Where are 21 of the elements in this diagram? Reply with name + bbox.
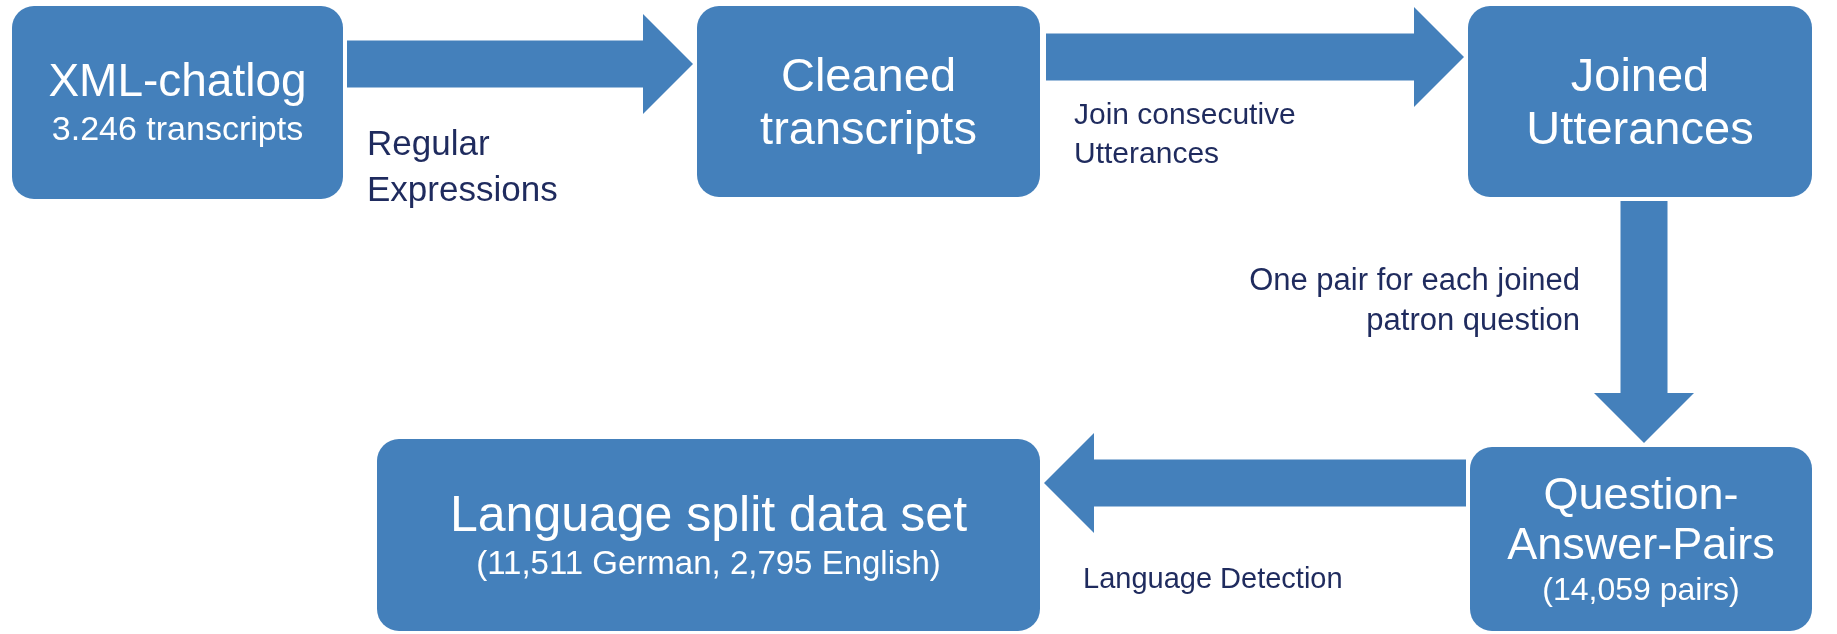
block-arrow xyxy=(1594,201,1694,443)
process-box xyxy=(377,439,1040,631)
block-arrow xyxy=(1044,433,1466,533)
edge-label: One pair for each joined patron question xyxy=(1248,261,1580,340)
block-arrow xyxy=(347,14,693,114)
box-title: Cleaned transcripts xyxy=(759,48,978,155)
box-subtitle: (11,511 German, 2,795 English) xyxy=(476,543,941,584)
process-box xyxy=(12,6,343,199)
process-box xyxy=(697,6,1040,197)
edge-label: Join consecutive Utterances xyxy=(1074,96,1297,171)
box-title: XML-chatlog xyxy=(48,55,307,107)
block-arrow xyxy=(1046,7,1464,107)
box-subtitle: (14,059 pairs) xyxy=(1542,570,1740,610)
process-box xyxy=(1468,6,1812,197)
box-title: Language split data set xyxy=(449,486,968,543)
box-subtitle: 3.246 transcripts xyxy=(51,108,304,149)
box-title: Joined Utterances xyxy=(1525,48,1755,155)
box-title: Question-Answer-Pairs xyxy=(1506,468,1776,570)
edge-label: Language Detection xyxy=(1083,561,1344,596)
edge-label: Regular Expressions xyxy=(367,122,559,210)
process-box xyxy=(1470,447,1812,631)
